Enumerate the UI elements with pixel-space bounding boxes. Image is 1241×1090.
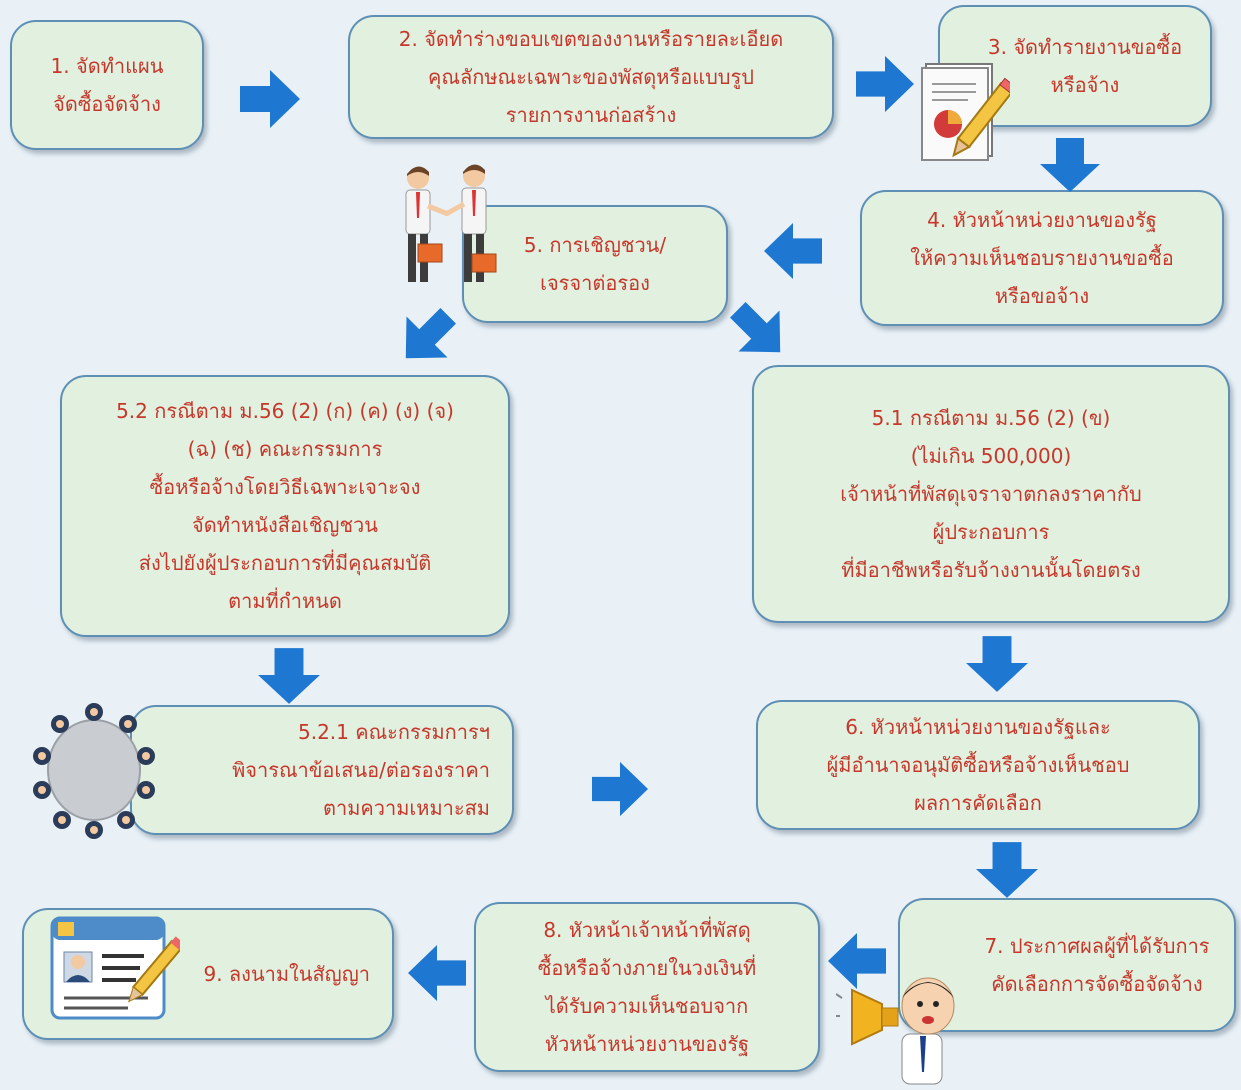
step-9-line-1: 9. ลงนามในสัญญา <box>203 962 370 986</box>
step-5-2-1-line-2: พิจารณาข้อเสนอ/ต่อรองราคา <box>232 758 490 782</box>
step-3-line-2: หรือจ้าง <box>1050 73 1120 97</box>
step-4-box: 4. หัวหน้าหน่วยงานของรัฐ ให้ความเห็นชอบร… <box>860 190 1224 326</box>
step-6-box: 6. หัวหน้าหน่วยงานของรัฐและ ผู้มีอำนาจอน… <box>756 700 1200 830</box>
step-5-2-line-4: จัดทำหนังสือเชิญชวน <box>192 513 378 537</box>
step-5-box: 5. การเชิญชวน/ เจรจาต่อรอง <box>462 205 728 323</box>
step-2-line-3: รายการงานก่อสร้าง <box>505 103 677 127</box>
arrow-5-to-5-2 <box>405 308 456 359</box>
step-6-line-3: ผลการคัดเลือก <box>914 791 1042 815</box>
arrow-3-to-4 <box>1040 138 1100 192</box>
step-2-box: 2. จัดทำร่างขอบเขตของงานหรือรายละเอียด ค… <box>348 15 834 139</box>
arrow-5-1-to-6 <box>966 636 1028 692</box>
step-5-2-line-6: ตามที่กำหนด <box>228 589 342 613</box>
step-5-2-line-5: ส่งไปยังผู้ประกอบการที่มีคุณสมบัติ <box>138 551 432 575</box>
step-8-line-3: ได้รับความเห็นชอบจาก <box>545 994 749 1018</box>
step-2-line-1: 2. จัดทำร่างขอบเขตของงานหรือรายละเอียด <box>398 27 784 51</box>
step-5-line-1: 5. การเชิญชวน/ <box>523 233 667 257</box>
arrow-1-to-2 <box>240 70 300 128</box>
step-5-1-box: 5.1 กรณีตาม ม.56 (2) (ข) (ไม่เกิน 500,00… <box>752 365 1230 623</box>
arrow-4-to-5 <box>764 222 822 280</box>
step-5-1-line-4: ผู้ประกอบการ <box>932 520 1050 544</box>
step-5-1-line-3: เจ้าหน้าที่พัสดุเจราจาตกลงราคากับ <box>840 482 1142 506</box>
step-5-2-box: 5.2 กรณีตาม ม.56 (2) (ก) (ค) (ง) (จ) (ฉ)… <box>60 375 510 637</box>
step-8-box: 8. หัวหน้าเจ้าหน้าที่พัสดุ ซื้อหรือจ้างภ… <box>474 902 820 1072</box>
meeting-table-icon <box>33 703 155 839</box>
arrow-2-to-3 <box>856 55 914 113</box>
report-icon <box>921 63 1010 161</box>
step-8-line-2: ซื้อหรือจ้างภายในวงเงินที่ <box>537 956 757 980</box>
handshake-icon <box>405 164 497 282</box>
arrow-8-to-9 <box>408 944 466 1002</box>
step-5-2-line-3: ซื้อหรือจ้างโดยวิธีเฉพาะเจาะจง <box>149 475 421 499</box>
step-5-1-line-2: (ไม่เกิน 500,000) <box>910 444 1072 468</box>
step-7-line-1: 7. ประกาศผลผู้ที่ได้รับการ <box>984 934 1210 958</box>
step-4-line-2: ให้ความเห็นชอบรายงานขอซื้อ <box>910 246 1174 270</box>
step-5-2-line-2: (ฉ) (ช) คณะกรรมการ <box>187 437 383 461</box>
step-5-line-2: เจรจาต่อรอง <box>540 271 650 295</box>
arrow-7-to-8 <box>828 932 886 990</box>
step-8-line-4: หัวหน้าหน่วยงานของรัฐ <box>544 1032 750 1056</box>
step-4-line-3: หรือขอจ้าง <box>994 284 1090 308</box>
step-5-2-line-1: 5.2 กรณีตาม ม.56 (2) (ก) (ค) (ง) (จ) <box>116 399 454 423</box>
arrow-5-2-1-to-6 <box>592 761 648 817</box>
step-5-1-line-5: ที่มีอาชีพหรือรับจ้างงานนั้นโดยตรง <box>841 558 1141 582</box>
step-5-2-1-line-1: 5.2.1 คณะกรรมการฯ <box>297 720 490 744</box>
step-1-line-1: 1. จัดทำแผน <box>50 54 164 78</box>
step-1-box: 1. จัดทำแผน จัดซื้อจัดจ้าง <box>10 20 204 150</box>
step-5-2-1-box: 5.2.1 คณะกรรมการฯ พิจารณาข้อเสนอ/ต่อรองร… <box>130 705 514 835</box>
step-2-line-2: คุณลักษณะเฉพาะของพัสดุหรือแบบรูป <box>428 65 754 89</box>
arrow-6-to-7 <box>976 842 1038 898</box>
contract-icon <box>50 916 180 1020</box>
step-4-line-1: 4. หัวหน้าหน่วยงานของรัฐ <box>927 208 1157 232</box>
step-7-line-2: คัดเลือกการจัดซื้อจัดจ้าง <box>991 972 1203 996</box>
step-3-line-1: 3. จัดทำรายงานขอซื้อ <box>987 35 1183 59</box>
step-6-line-1: 6. หัวหน้าหน่วยงานของรัฐและ <box>845 715 1111 739</box>
step-5-1-line-1: 5.1 กรณีตาม ม.56 (2) (ข) <box>871 406 1111 430</box>
step-1-line-2: จัดซื้อจัดจ้าง <box>53 92 161 116</box>
arrow-5-2-to-5-2-1 <box>258 648 320 704</box>
step-8-line-1: 8. หัวหน้าเจ้าหน้าที่พัสดุ <box>543 918 751 942</box>
step-7-box: 7. ประกาศผลผู้ที่ได้รับการ คัดเลือกการจั… <box>898 898 1236 1032</box>
step-5-2-1-line-3: ตามความเหมาะสม <box>323 796 490 820</box>
megaphone-man-icon <box>836 977 955 1085</box>
arrow-5-to-5-1 <box>730 302 781 353</box>
step-6-line-2: ผู้มีอำนาจอนุมัติซื้อหรือจ้างเห็นชอบ <box>826 753 1130 777</box>
